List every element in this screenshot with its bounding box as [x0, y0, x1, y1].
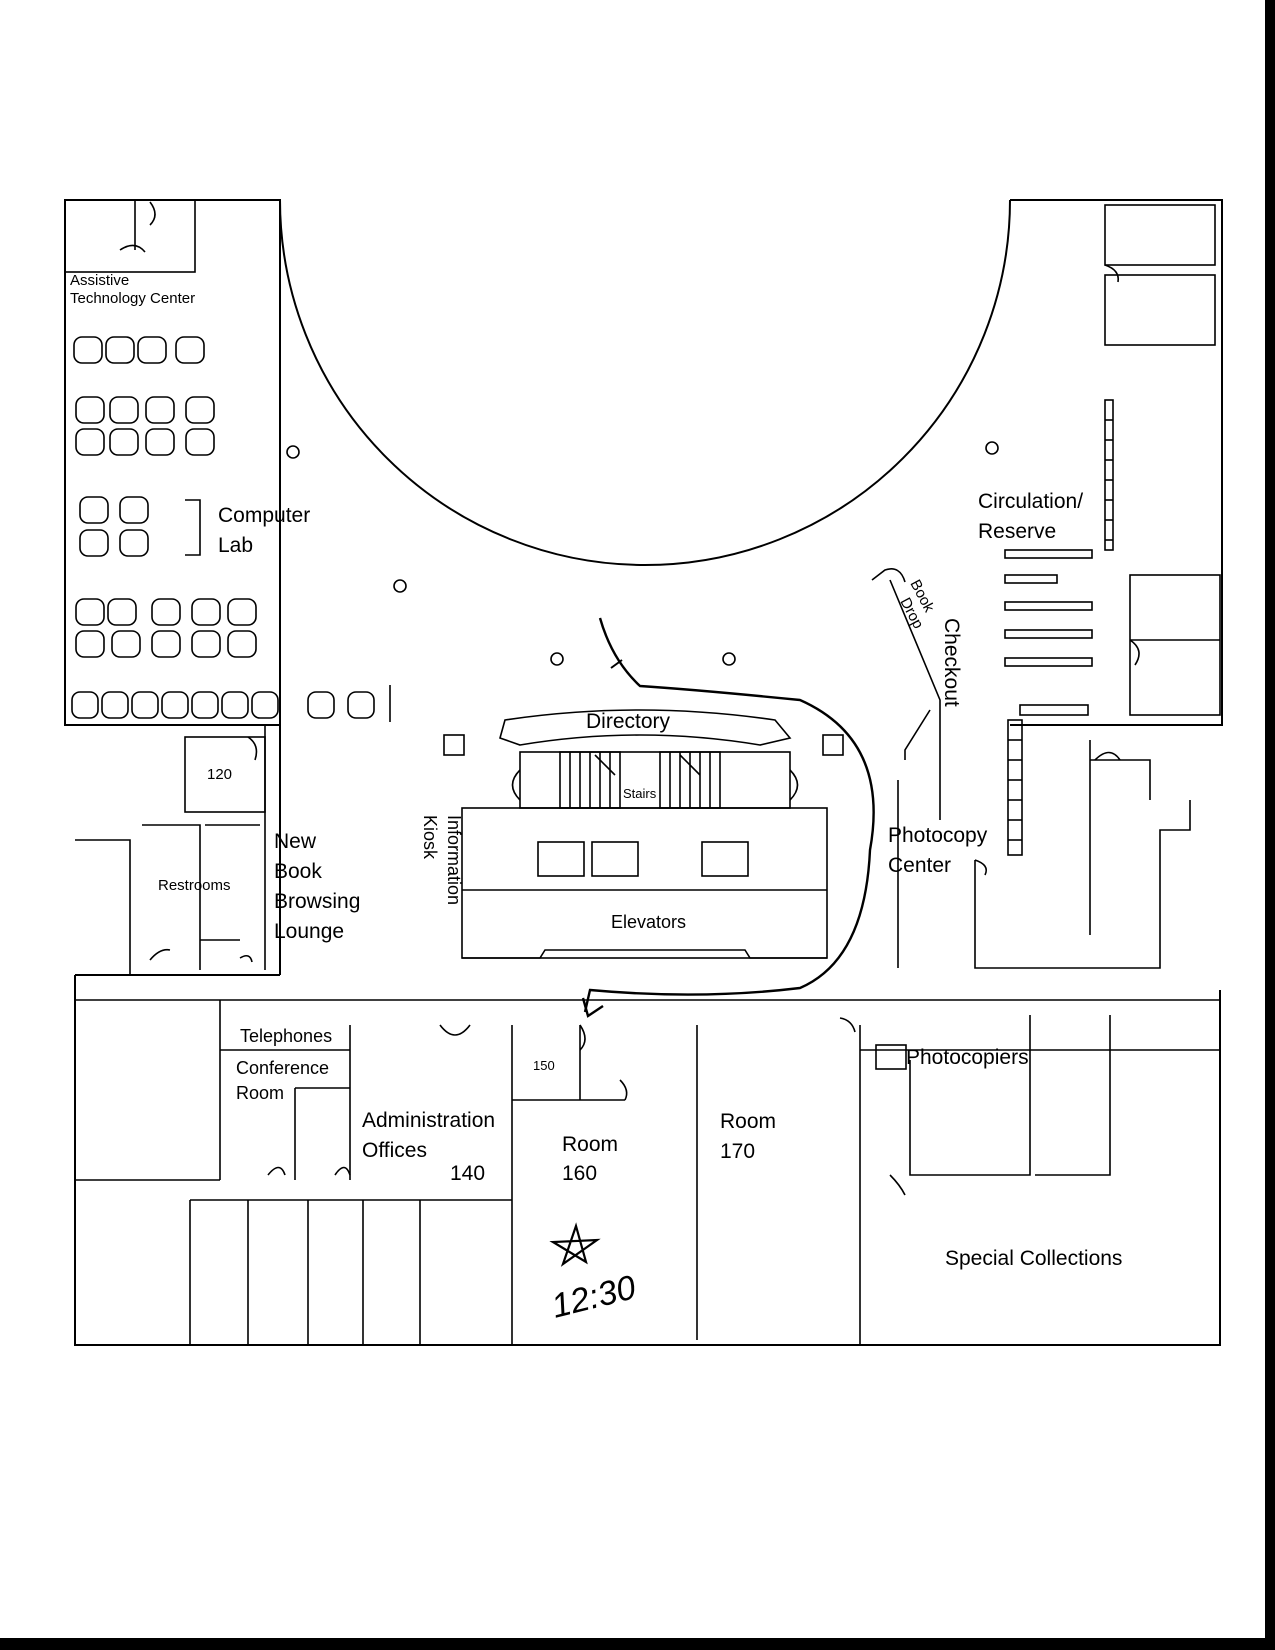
star-annotation: 12:30: [548, 1222, 640, 1326]
photocopy-center-label-1: Photocopy: [888, 824, 988, 847]
special-collections-label: Special Collections: [945, 1247, 1122, 1270]
time-annotation: 12:30: [548, 1268, 640, 1325]
room-160-label-1: Room: [562, 1133, 618, 1156]
room-160-label-2: 160: [562, 1162, 597, 1185]
circulation-label-1: Circulation/: [978, 490, 1083, 513]
new-book-label-3: Browsing: [274, 890, 360, 913]
columns: [286, 441, 999, 666]
rotunda-arc: [279, 199, 1011, 566]
assistive-label-1: Assistive: [70, 272, 129, 289]
checkout-area: Book Drop Checkout: [871, 568, 963, 820]
room-170-label-2: 170: [720, 1140, 755, 1163]
room-120-label: 120: [207, 766, 232, 783]
room-140-label: 140: [450, 1162, 485, 1185]
computer-lab-label-2: Lab: [218, 534, 253, 557]
checkout-label: Checkout: [940, 618, 963, 707]
telephones-label: Telephones: [240, 1026, 332, 1046]
conference-label-2: Room: [236, 1083, 284, 1103]
west-wing: 120 Restrooms New Book Browsing Lounge: [75, 725, 360, 975]
new-book-label-1: New: [274, 830, 317, 853]
assistive-label-2: Technology Center: [70, 290, 195, 307]
computer-lab-workstations: Computer Lab: [71, 336, 391, 722]
admin-label-1: Administration: [362, 1109, 495, 1132]
room-150-label: 150: [533, 1058, 555, 1073]
room-170-label-1: Room: [720, 1110, 776, 1133]
scan-edge-bottom: [0, 1638, 1275, 1650]
elevators-label: Elevators: [611, 912, 686, 932]
kiosk-label: Kiosk: [420, 815, 440, 860]
circulation-reserve: Circulation/ Reserve: [978, 204, 1221, 716]
stairs-label: Stairs: [623, 786, 657, 801]
scan-edge-right: [1265, 0, 1275, 1650]
computer-lab-label-1: Computer: [218, 504, 310, 527]
photocopy-center-label-2: Center: [888, 854, 951, 877]
admin-label-2: Offices: [362, 1139, 427, 1162]
photocopy-center: Photocopy Center: [888, 719, 1191, 969]
central-core: Directory Stairs Information Kiosk Eleva…: [420, 709, 844, 959]
hand-drawn-route: [581, 617, 875, 1018]
assistive-technology-center: Assistive Technology Center: [64, 199, 196, 307]
south-rooms: Telephones Conference Room Administratio…: [75, 999, 1220, 1345]
directory-label: Directory: [586, 710, 671, 733]
building-outline: [64, 199, 1223, 1346]
conference-label-1: Conference: [236, 1058, 329, 1078]
new-book-label-4: Lounge: [274, 920, 344, 943]
new-book-label-2: Book: [274, 860, 322, 883]
restrooms-label: Restrooms: [158, 877, 231, 894]
photocopiers-label: Photocopiers: [906, 1046, 1029, 1069]
circulation-label-2: Reserve: [978, 520, 1056, 543]
information-label: Information: [444, 815, 464, 905]
